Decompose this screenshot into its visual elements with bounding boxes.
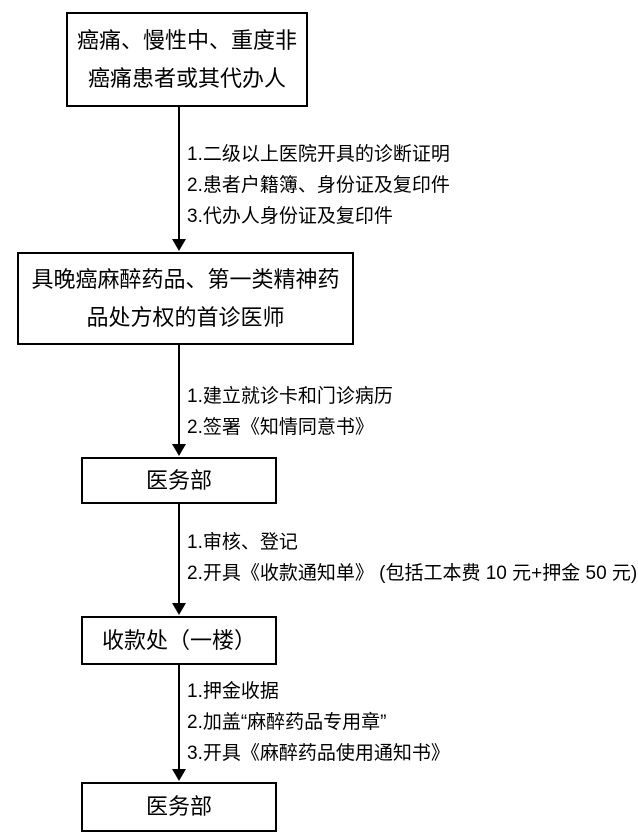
- arrow-down-icon: [172, 769, 186, 781]
- arrow-down-icon: [172, 603, 186, 615]
- note-line: 1.二级以上医院开具的诊断证明: [187, 144, 450, 165]
- node-label-line: 品处方权的首诊医师: [86, 304, 285, 330]
- edge-notes: 1.押金收据 2.加盖“麻醉药品专用章” 3.开具《麻醉药品使用通知书》: [187, 676, 450, 769]
- note-line: 3.开具《麻醉药品使用通知书》: [187, 743, 450, 764]
- note-line: 1.押金收据: [187, 681, 279, 702]
- arrow-down-icon: [172, 239, 186, 251]
- arrow-down-icon: [172, 444, 186, 456]
- note-line: 3.代办人身份证及复印件: [187, 206, 393, 227]
- note-line: 1.建立就诊卡和门诊病历: [187, 386, 393, 407]
- note-line: 2.患者户籍簿、身份证及复印件: [187, 175, 450, 196]
- node-label-line: 癌痛患者或其代办人: [87, 65, 286, 91]
- node-label-line: 收款处（一楼）: [101, 627, 256, 653]
- node-label-line: 医务部: [145, 467, 212, 493]
- flow-node-first-visit-physician: 具晚癌麻醉药品、第一类精神药 品处方权的首诊医师: [17, 252, 354, 345]
- connector-line: [178, 504, 180, 604]
- note-line: 2.签署《知情同意书》: [187, 417, 374, 438]
- edge-notes: 1.二级以上医院开具的诊断证明 2.患者户籍簿、身份证及复印件 3.代办人身份证…: [187, 139, 450, 232]
- edge-notes: 1.建立就诊卡和门诊病历 2.签署《知情同意书》: [187, 381, 393, 443]
- connector-line: [178, 107, 180, 240]
- flow-node-patient-group: 癌痛、慢性中、重度非 癌痛患者或其代办人: [66, 12, 308, 107]
- node-label-line: 具晚癌麻醉药品、第一类精神药: [31, 266, 340, 292]
- note-line: 2.开具《收款通知单》 (包括工本费 10 元+押金 50 元): [187, 563, 638, 584]
- node-label-line: 医务部: [145, 794, 212, 819]
- connector-line: [178, 345, 180, 445]
- edge-notes: 1.审核、登记 2.开具《收款通知单》 (包括工本费 10 元+押金 50 元): [187, 527, 637, 589]
- note-line: 1.审核、登记: [187, 532, 298, 553]
- note-line: 2.加盖“麻醉药品专用章”: [187, 712, 387, 733]
- flow-node-medical-affairs-dept-2: 医务部: [81, 782, 277, 832]
- connector-line: [178, 665, 180, 770]
- flow-node-medical-affairs-dept: 医务部: [81, 457, 277, 504]
- node-label-line: 癌痛、慢性中、重度非: [76, 27, 297, 53]
- flow-node-cashier-first-floor: 收款处（一楼）: [81, 616, 277, 665]
